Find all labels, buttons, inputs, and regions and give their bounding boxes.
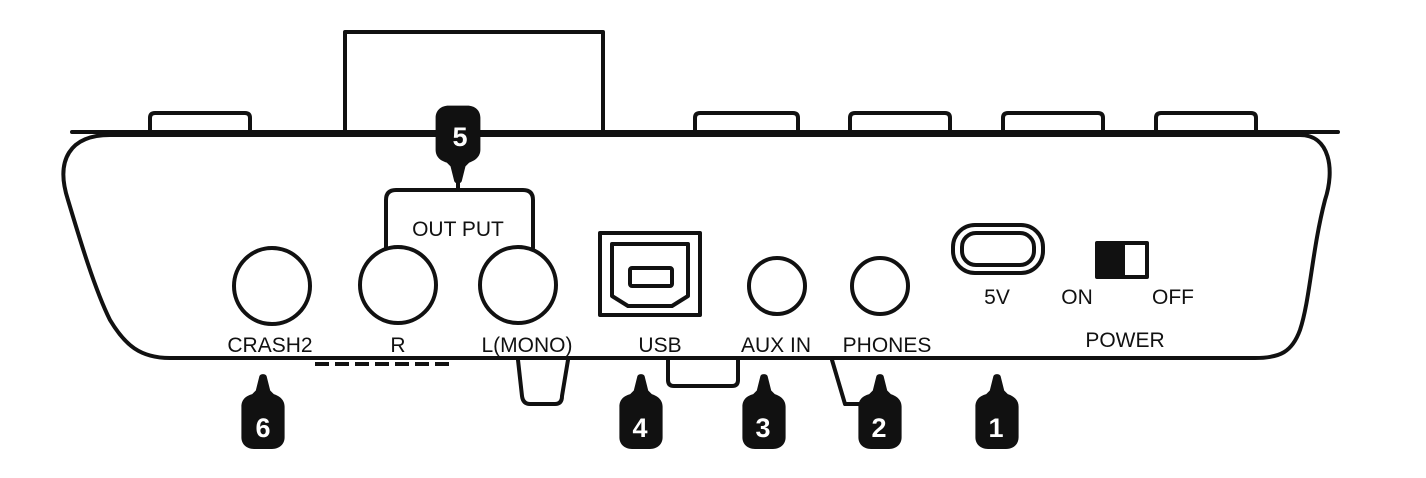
dc-5v-label: 5V [984,286,1010,309]
power-label: POWER [1085,329,1164,352]
callout-2-number: 2 [871,413,886,443]
crash2-label: CRASH2 [227,334,312,357]
dc-5v-inlet-inner [960,231,1036,267]
top-key [1154,111,1258,137]
foot [666,358,740,388]
top-key [848,111,952,137]
power-on-label: ON [1061,286,1093,309]
callout-3: 3 [742,374,786,449]
callout-3-number: 3 [755,413,770,443]
top-key [1001,111,1105,137]
aux-in-label: AUX IN [741,334,811,357]
crash2-jack [232,246,312,326]
callout-1-number: 1 [988,413,1003,443]
usb-label: USB [638,334,681,357]
callout-2: 2 [858,374,902,449]
power-switch-knob [1097,243,1125,277]
usb-port-inner [610,242,690,308]
dc-5v-inlet [951,223,1045,275]
output-l-mono-jack [478,245,558,325]
phones-label: PHONES [843,334,932,357]
device-body [61,133,1332,360]
callout-5: 5 [435,105,481,184]
callout-6: 6 [241,374,285,449]
output-r-jack [358,245,438,325]
callout-4: 4 [619,374,663,449]
callout-1: 1 [975,374,1019,449]
usb-port-slot [628,266,674,288]
aux-in-jack [747,256,807,316]
callout-5-number: 5 [452,122,467,152]
top-key [148,111,252,137]
power-off-label: OFF [1152,286,1194,309]
usb-port [598,231,702,317]
foot [516,358,570,406]
phones-jack [850,256,910,316]
output-r-label: R [390,334,405,357]
output-l-mono-label: L(MONO) [482,334,573,357]
callout-4-number: 4 [632,413,647,443]
top-key [693,111,800,137]
foot [830,358,864,406]
output-label: OUT PUT [412,218,504,241]
callout-6-number: 6 [255,413,270,443]
